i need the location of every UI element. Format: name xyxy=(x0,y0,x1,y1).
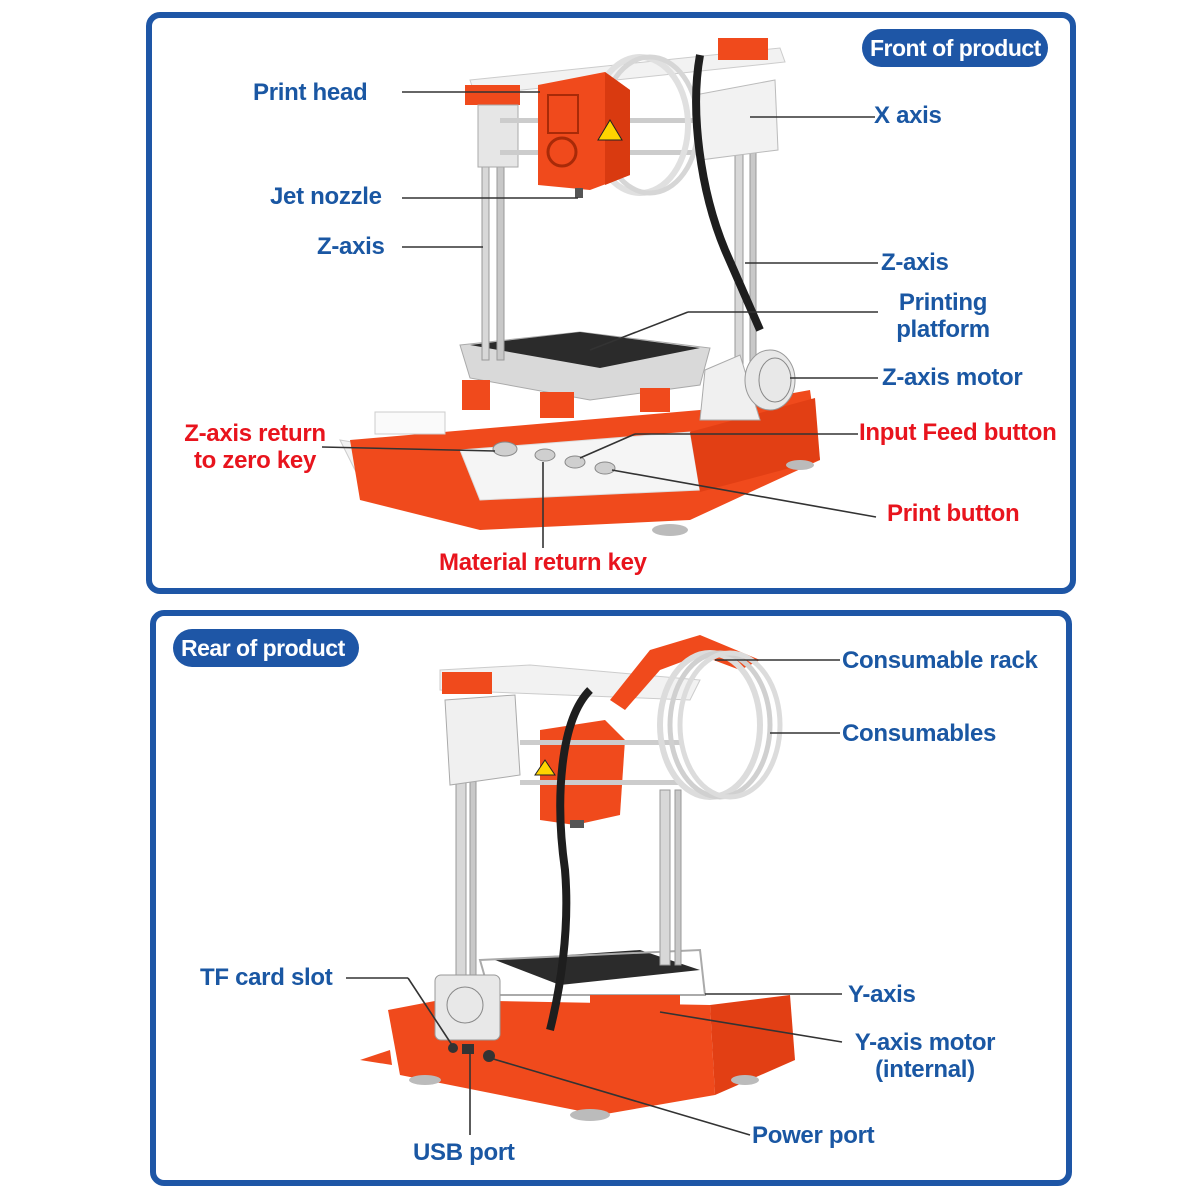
label-y-axis: Y-axis xyxy=(848,981,916,1008)
label-consumable-rack: Consumable rack xyxy=(842,647,1038,674)
label-print-button: Print button xyxy=(887,500,1020,527)
label-print-head: Print head xyxy=(253,79,368,106)
label-z-axis-left: Z-axis xyxy=(317,233,385,260)
label-z-axis-right: Z-axis xyxy=(881,249,949,276)
label-material-return-key: Material return key xyxy=(439,549,647,576)
front-leader-lines xyxy=(321,91,878,548)
label-z-axis-return: Z-axis return to zero key xyxy=(170,420,340,474)
label-consumables: Consumables xyxy=(842,720,997,747)
label-printing-platform-line2: platform xyxy=(896,316,990,343)
label-power-port: Power port xyxy=(752,1122,875,1149)
label-printing-platform: Printing platform xyxy=(880,289,1006,343)
label-tf-card-slot: TF card slot xyxy=(200,964,333,991)
label-y-axis-motor-line1: Y-axis motor xyxy=(854,1029,996,1056)
label-y-axis-motor-line2: (internal) xyxy=(875,1056,975,1083)
front-printer-illustration xyxy=(339,38,820,536)
label-input-feed-button: Input Feed button xyxy=(859,419,1057,446)
label-x-axis: X axis xyxy=(874,102,942,129)
label-z-axis-return-line2: to zero key xyxy=(193,447,317,474)
label-printing-platform-line1: Printing xyxy=(898,289,988,316)
front-of-product-badge: Front of product xyxy=(862,29,1048,67)
rear-of-product-badge: Rear of product xyxy=(173,629,359,667)
label-z-axis-return-line1: Z-axis return xyxy=(184,420,326,447)
label-y-axis-motor: Y-axis motor (internal) xyxy=(845,1029,1005,1083)
label-usb-port: USB port xyxy=(413,1139,515,1166)
label-z-axis-motor: Z-axis motor xyxy=(882,364,1023,391)
rear-leader-lines xyxy=(346,659,843,1136)
rear-printer-illustration xyxy=(360,635,795,1121)
label-jet-nozzle: Jet nozzle xyxy=(270,183,382,210)
